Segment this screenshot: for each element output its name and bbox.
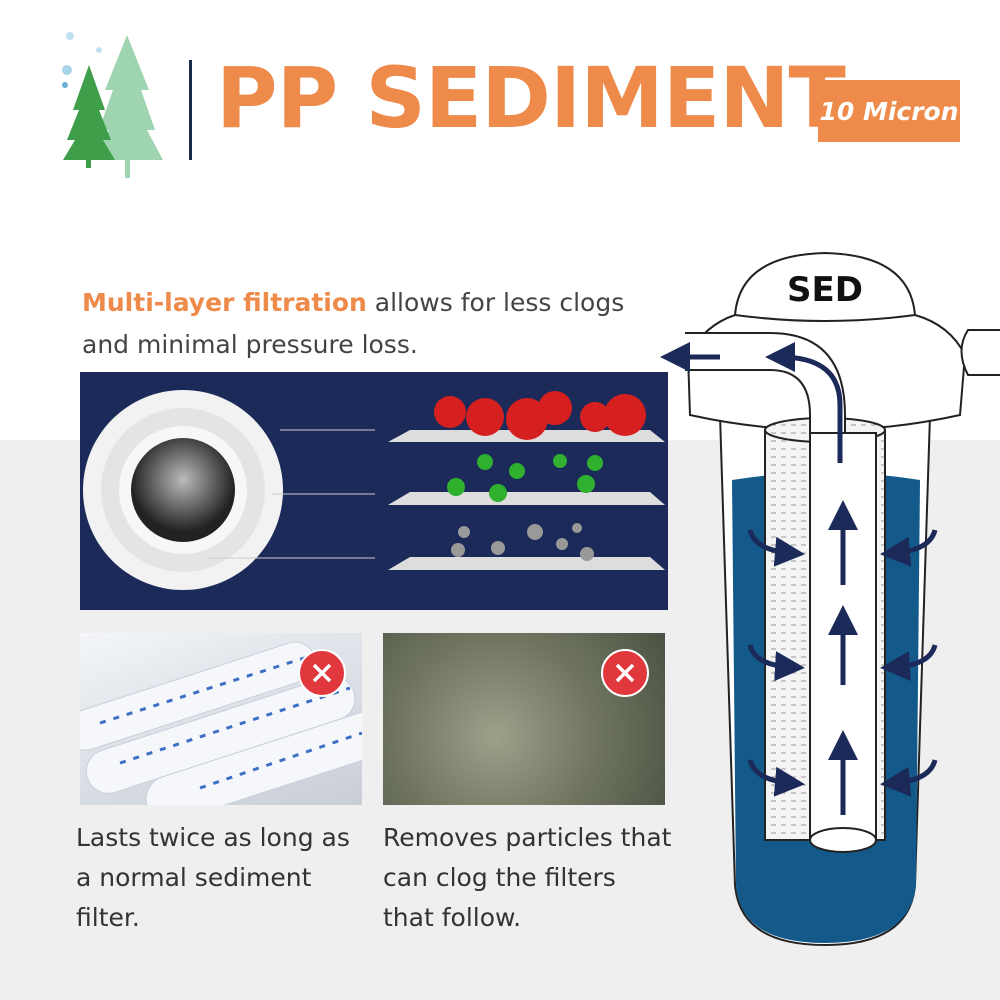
intro-text: Multi-layer filtration allows for less c… bbox=[82, 282, 662, 366]
filter-rolls-photo bbox=[80, 633, 362, 805]
x-circle-icon bbox=[298, 649, 346, 697]
feature-caption: Removes particles that can clog the filt… bbox=[383, 823, 672, 932]
x-circle-icon bbox=[601, 649, 649, 697]
micron-badge: 10 Micron bbox=[818, 80, 960, 142]
filtration-layers-illustration bbox=[80, 372, 668, 610]
cap-label: SED bbox=[787, 270, 863, 310]
intro-highlight: Multi-layer filtration bbox=[82, 288, 367, 317]
filter-housing-diagram: SED bbox=[660, 251, 1000, 947]
page-title: PP SEDIMENT bbox=[216, 49, 846, 147]
trees-logo-icon bbox=[62, 32, 163, 178]
feature-caption: Lasts twice as long as a normal sediment… bbox=[76, 823, 350, 932]
intro-rest: allows for less clogs and minimal pressu… bbox=[82, 288, 625, 359]
divider-line bbox=[189, 60, 192, 160]
clogged-filter-photo bbox=[383, 633, 665, 805]
